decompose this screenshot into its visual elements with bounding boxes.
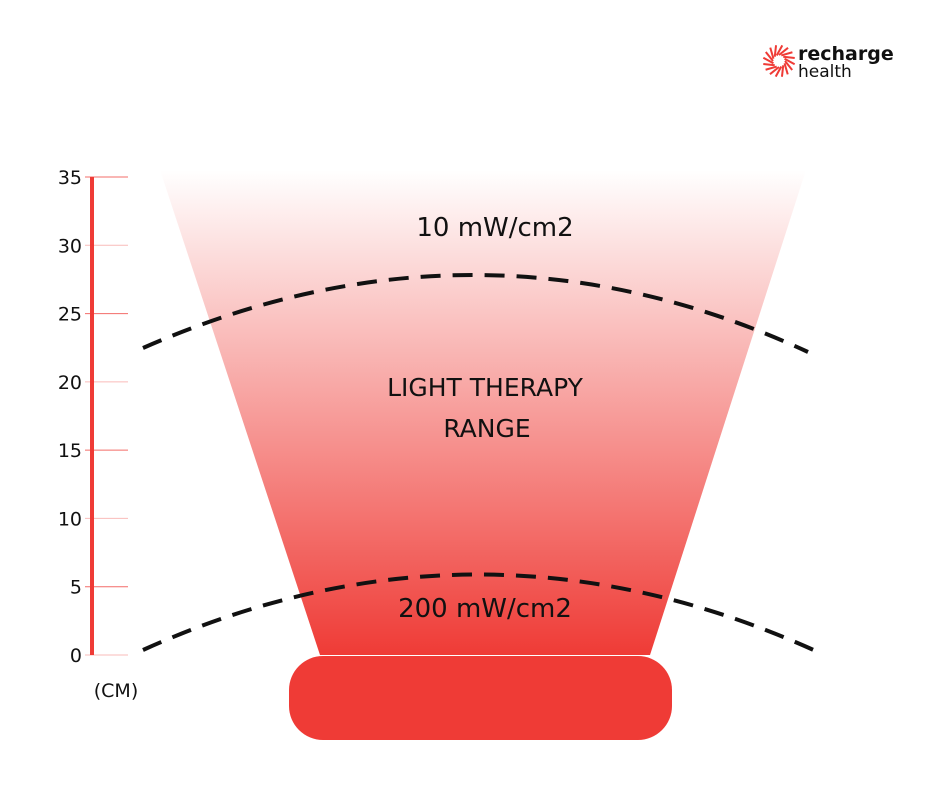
logo-swirl-stroke <box>765 65 777 71</box>
logo-swirl-stroke <box>763 62 775 67</box>
axis-tick-label: 35 <box>58 167 82 189</box>
recharge-health-logo: recharge health <box>762 43 894 82</box>
logo-swirl-stroke <box>784 60 793 71</box>
axis-tick-label: 15 <box>58 440 82 462</box>
label-10-mw: 10 mW/cm2 <box>416 213 573 243</box>
label-range-line2: RANGE <box>443 414 530 443</box>
logo-swirl-stroke <box>784 57 796 66</box>
axis-tick-label: 30 <box>58 235 82 257</box>
logo-swirl-stroke <box>780 65 785 77</box>
axis-tick-label: 0 <box>70 645 82 667</box>
logo-swirl-stroke <box>778 47 789 56</box>
light-device <box>289 656 672 740</box>
logo-text-health: health <box>798 62 852 82</box>
axis-tick-label: 20 <box>58 372 82 394</box>
label-range-line1: LIGHT THERAPY <box>387 373 584 402</box>
logo-swirl-stroke <box>773 45 778 57</box>
logo-swirl-stroke <box>762 56 774 65</box>
logo-swirl-icon <box>762 44 796 78</box>
logo-swirl-stroke <box>765 51 774 62</box>
logo-swirl-stroke <box>783 63 789 75</box>
axis-tick-label: 10 <box>58 508 82 530</box>
logo-swirl-stroke <box>781 51 793 57</box>
label-200-mw: 200 mW/cm2 <box>398 594 572 624</box>
logo-swirl-stroke <box>783 55 795 60</box>
light-beam <box>160 170 806 655</box>
axis-tick-label: 5 <box>70 577 82 599</box>
logo-swirl-stroke <box>774 66 783 78</box>
axis-tick-label: 25 <box>58 304 82 326</box>
logo-swirl-stroke <box>769 47 775 59</box>
irradiance-arc-10 <box>142 273 809 354</box>
axis-unit-label: (CM) <box>94 680 139 702</box>
logo-text-recharge: recharge <box>798 43 894 65</box>
irradiance-arc-200 <box>142 572 819 654</box>
logo-swirl-stroke <box>775 44 784 56</box>
distance-axis: 0 5 10 15 20 25 30 35 <box>58 167 128 667</box>
logo-swirl-stroke <box>769 66 780 75</box>
